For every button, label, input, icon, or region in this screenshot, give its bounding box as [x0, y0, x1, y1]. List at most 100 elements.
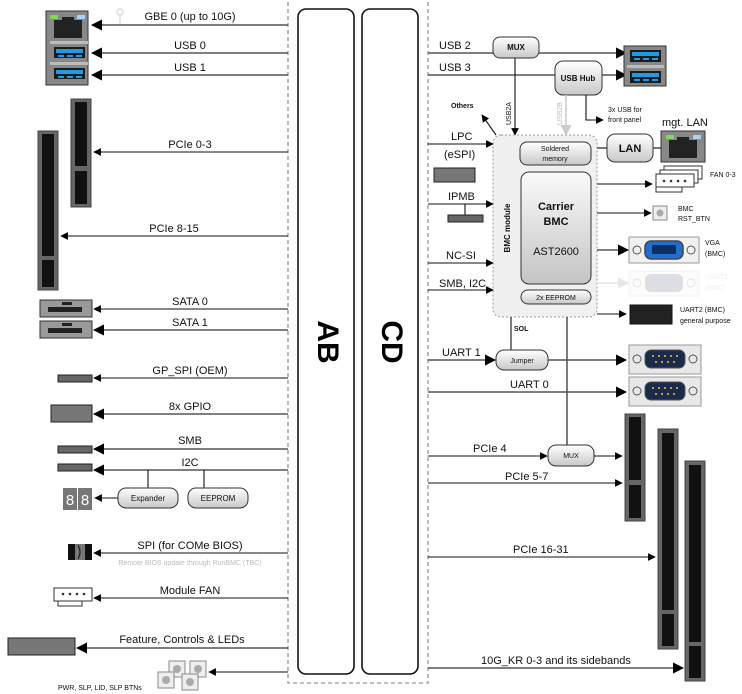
mgt-rj45-icon	[660, 130, 706, 163]
uart1-label: UART 1	[442, 347, 481, 359]
sata-connector-icon	[39, 299, 93, 318]
others-label: Others	[451, 103, 474, 110]
spi-label: SPI (for COMe BIOS)	[137, 540, 242, 552]
spi-flash-icon	[68, 544, 92, 560]
rj45-port-icon	[54, 17, 82, 38]
jumper-label: Jumper	[510, 358, 534, 365]
pcie-x16-slot-icon	[684, 460, 706, 682]
ipmb-header-icon	[447, 214, 484, 223]
usb3-label: USB 3	[439, 62, 471, 74]
module-ab-label: AB	[311, 320, 344, 363]
uart1-bmc-label-2: (BMC)	[705, 285, 725, 292]
gpspi-label: GP_SPI (OEM)	[152, 365, 227, 377]
uart1-bmc-connector-icon	[628, 270, 700, 297]
rj45-led-blue	[77, 15, 85, 19]
10gkr-label: 10G_KR 0-3 and its sidebands	[481, 655, 631, 667]
db9-connector-icon	[628, 344, 702, 375]
bmc-rst-label-1: BMC	[678, 206, 694, 213]
svg-text:8: 8	[81, 492, 89, 509]
header-16pin-icon	[7, 637, 76, 656]
smbi2c-label: SMB, I2C	[439, 278, 486, 290]
seven-segment-display-icon: 8 8	[63, 488, 92, 510]
module-cd-label: CD	[375, 320, 408, 363]
others-line	[481, 114, 497, 136]
ncsi-label: NC-SI	[446, 250, 476, 262]
front-usb-line	[585, 95, 604, 124]
usb0-label: USB 0	[174, 40, 206, 52]
sata1-label: SATA 1	[172, 317, 208, 329]
carrier-bmc-label-1: Carrier	[538, 201, 575, 213]
spi-note: Remote BIOS update through RunBMC (TBC)	[118, 560, 261, 567]
eeprom-2x-label: 2x EEPROM	[536, 295, 576, 302]
pcie-x16-slot-icon	[657, 428, 679, 650]
modfan-label: Module FAN	[160, 585, 221, 597]
push-buttons-icon	[157, 660, 207, 691]
pcie-x16-slot-icon	[37, 130, 59, 291]
usb2b-label: USB2B	[557, 102, 564, 125]
carrier-bmc-block[interactable]	[520, 171, 592, 285]
vga-connector-icon	[628, 236, 700, 264]
pcie57-label: PCIe 5-7	[505, 471, 548, 483]
eeprom-block[interactable]	[187, 487, 249, 509]
pcie-x4-slot-icon	[70, 98, 92, 208]
header-4pin-icon	[57, 374, 93, 383]
carrier-bmc-label-2: BMC	[543, 216, 568, 228]
lpc-label: LPC	[451, 131, 472, 143]
sata0-label: SATA 0	[172, 296, 208, 308]
uart0-label: UART 0	[510, 379, 549, 391]
i2c-label: I2C	[181, 457, 198, 469]
module-cd[interactable]	[361, 8, 419, 675]
soldered-memory-label-1: Soldered	[541, 146, 569, 153]
bmc-rst-label-2: RST_BTN	[678, 216, 710, 223]
lpc-header-icon	[433, 167, 476, 183]
header-10pin-icon	[50, 404, 93, 423]
soldered-memory-block[interactable]	[519, 141, 592, 166]
sata-connector-icon	[39, 320, 93, 339]
uart1-bmc-label-1: UART1	[705, 274, 728, 281]
fan-connectors-icon	[655, 165, 703, 193]
module-outline	[287, 0, 429, 684]
uart2-label-2: general purpose	[680, 318, 731, 325]
soldered-memory-label-2: memory	[542, 156, 568, 163]
uart2-label-1: UART2 (BMC)	[680, 307, 725, 314]
fan-label: FAN 0-3	[710, 172, 736, 179]
fan-connector-icon	[53, 587, 93, 607]
front-usb-label-1: 3x USB for	[608, 107, 643, 114]
feature-label: Feature, Controls & LEDs	[119, 634, 245, 646]
pcie1631-label: PCIe 16-31	[513, 544, 569, 556]
rj45-usb-stack	[45, 10, 89, 86]
usb2a-label: USB2A	[506, 102, 513, 125]
buttons-label: PWR, SLP, LID, SLP BTNs	[58, 685, 142, 692]
expander-label: Expander	[131, 494, 166, 503]
pcie03-label: PCIe 0-3	[168, 139, 211, 151]
pcie-x8-slot-icon	[624, 413, 646, 522]
smb-label: SMB	[178, 435, 202, 447]
mux-bottom-label: MUX	[563, 453, 579, 460]
rj45-led-green	[50, 15, 58, 19]
module-ab[interactable]	[297, 8, 355, 675]
gbe0-label: GBE 0 (up to 10G)	[144, 11, 235, 23]
pcie815-label: PCIe 8-15	[149, 223, 199, 235]
mux-top-block[interactable]	[492, 36, 540, 59]
usb1-label: USB 1	[174, 62, 206, 74]
rst-button-dot	[656, 209, 664, 217]
usb-stack-icon	[623, 45, 667, 87]
header-4pin-icon	[57, 445, 93, 454]
usb-hub-block[interactable]	[554, 60, 603, 96]
vga-label-2: (BMC)	[705, 251, 725, 258]
usb-hub-label: USB Hub	[561, 74, 596, 83]
bmc-module-label: BMC module	[503, 203, 512, 252]
mgt-lan-label: mgt. LAN	[662, 117, 708, 129]
db9-connector-icon	[628, 376, 702, 407]
front-usb-label-2: front panel	[608, 117, 642, 124]
vga-label-1: VGA	[705, 240, 720, 247]
pcie4-label: PCIe 4	[473, 443, 507, 455]
eeprom-2x-block[interactable]	[520, 289, 592, 305]
espi-label: (eSPI)	[444, 149, 475, 161]
mux-top-label: MUX	[507, 43, 525, 52]
bmc-chip-label: AST2600	[533, 246, 579, 258]
lan-label: LAN	[619, 143, 642, 155]
ipmb-label: IPMB	[448, 191, 475, 203]
eeprom-label: EEPROM	[201, 494, 236, 503]
